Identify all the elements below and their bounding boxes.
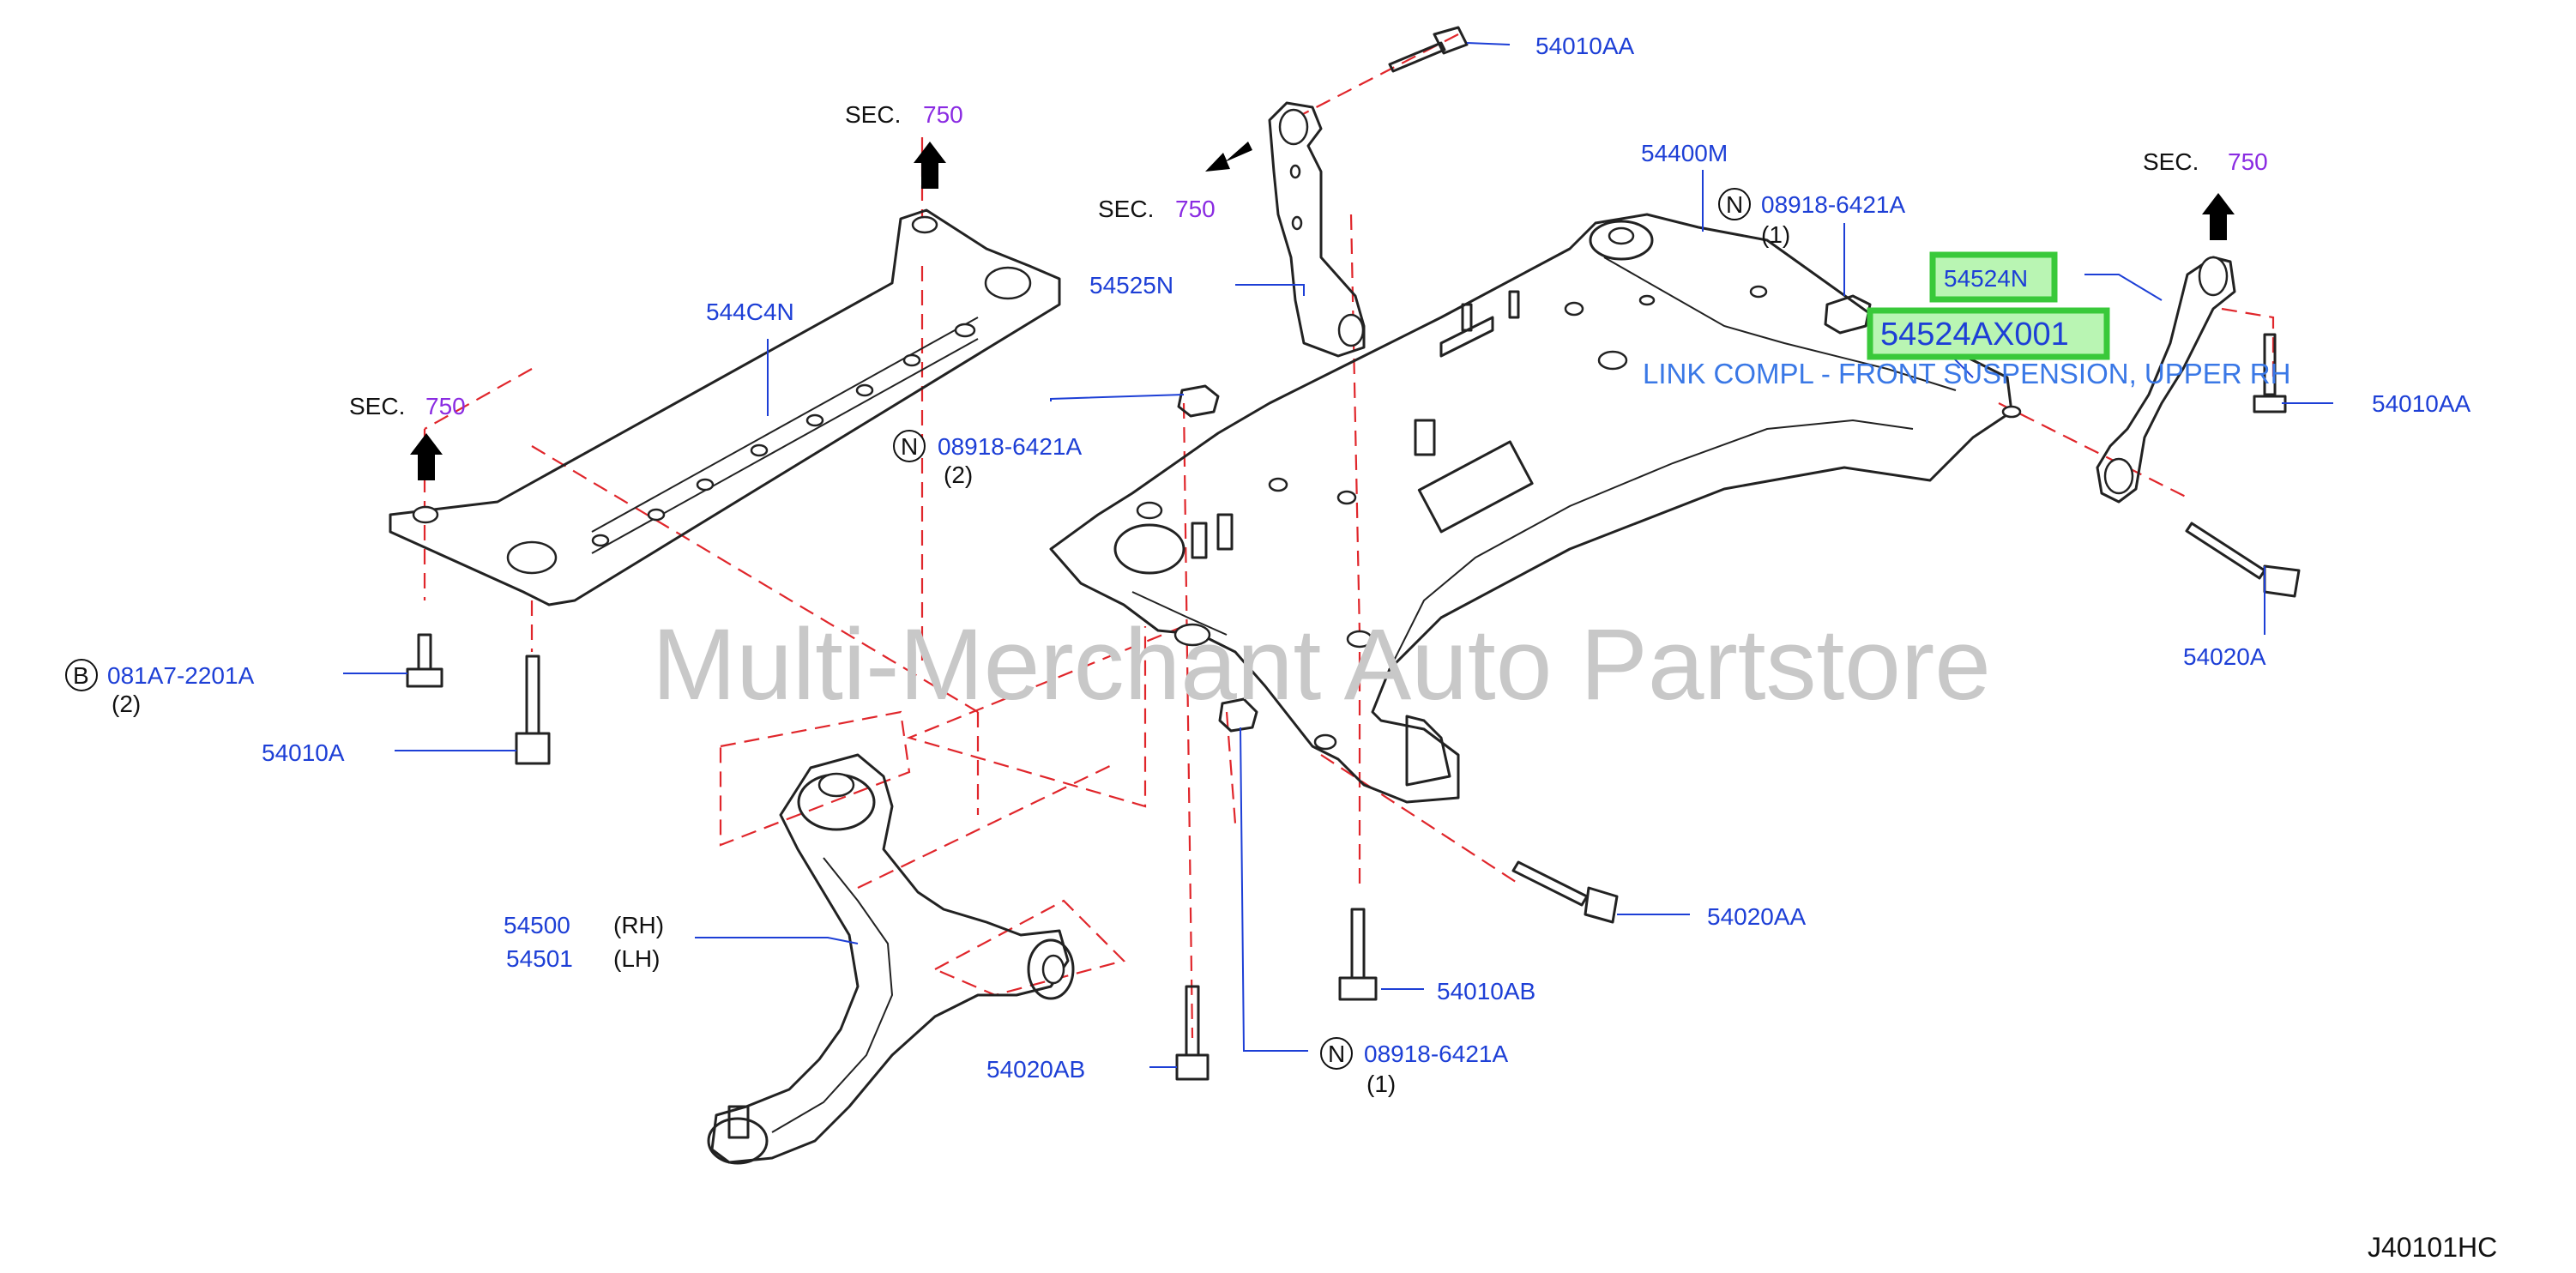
- sec-number: 750: [923, 101, 963, 128]
- b-marker-letter: B: [73, 662, 89, 689]
- b-marker: [65, 659, 98, 691]
- sec-number: 750: [1175, 196, 1216, 222]
- bolt-54010AA-top[interactable]: [1388, 26, 1469, 73]
- sec-prefix: SEC.: [845, 101, 901, 128]
- n-marker-letter: N: [1328, 1041, 1345, 1067]
- part-qty-081A7: (2): [112, 691, 141, 717]
- part-qty-08918-bot: (1): [1366, 1071, 1396, 1097]
- highlight-54524AX001[interactable]: [1867, 307, 2110, 360]
- part-label-54010AB[interactable]: 54010AB: [1437, 978, 1535, 1005]
- bolt-54020AA[interactable]: [1511, 860, 1619, 924]
- bolt-54010AA-right[interactable]: [2253, 333, 2287, 413]
- arrow-up-icon: [410, 433, 443, 480]
- part-qty-08918-mid: (2): [944, 462, 973, 488]
- sec-prefix: SEC.: [349, 393, 405, 419]
- part-label-544C4N[interactable]: 544C4N: [706, 299, 794, 325]
- upper-link-54525N[interactable]: [1268, 101, 1366, 358]
- n-marker-letter: N: [1726, 191, 1743, 218]
- nut-08918-top[interactable]: [1824, 294, 1872, 335]
- part-label-54500[interactable]: 54500: [504, 912, 570, 938]
- part-label-08918-top[interactable]: 08918-6421A: [1761, 191, 1905, 218]
- part-label-54010A[interactable]: 54010A: [262, 739, 345, 766]
- sec-label-2[interactable]: SEC. 750: [1098, 196, 1216, 222]
- sec-label-4[interactable]: SEC. 750: [2143, 148, 2268, 175]
- cross-brace-544C4N[interactable]: [389, 208, 1061, 606]
- part-label-081A7[interactable]: 081A7-2201A: [107, 662, 255, 689]
- part-qty-08918-top: (1): [1761, 221, 1790, 248]
- arrow-up-icon: [914, 142, 946, 189]
- arrow-up-icon: [2202, 193, 2235, 240]
- sec-number: 750: [2228, 148, 2268, 175]
- part-label-54524AX001[interactable]: 54524AX001: [1880, 317, 2069, 353]
- part-label-54020AA[interactable]: 54020AA: [1707, 903, 1807, 930]
- sec-label-3[interactable]: SEC. 750: [349, 393, 466, 419]
- lower-control-arm-54500[interactable]: [707, 753, 1075, 1165]
- n-marker-letter: N: [901, 433, 918, 460]
- bolt-54010A[interactable]: [515, 655, 551, 765]
- sec-prefix: SEC.: [1098, 196, 1154, 222]
- part-label-54524N[interactable]: 54524N: [1944, 265, 2028, 292]
- highlight-54524N: [1929, 251, 2058, 303]
- part-label-54020A[interactable]: 54020A: [2183, 643, 2266, 670]
- arrow-left-icon: [1205, 142, 1252, 172]
- section-arrows: [410, 142, 2235, 480]
- diagram-code: J40101HC: [2368, 1232, 2497, 1263]
- sec-prefix: SEC.: [2143, 148, 2199, 175]
- sec-label-1[interactable]: SEC. 750: [845, 101, 963, 128]
- fasteners: [406, 26, 2301, 1081]
- nut-08918-bot[interactable]: [1218, 697, 1258, 733]
- part-label-54501[interactable]: 54501: [506, 945, 573, 972]
- n-marker: [1320, 1037, 1353, 1070]
- leader-lines: [343, 42, 2333, 1068]
- part-label-54400M[interactable]: 54400M: [1641, 140, 1728, 166]
- part-label-54020AB[interactable]: 54020AB: [986, 1056, 1085, 1083]
- part-label-54525N[interactable]: 54525N: [1089, 272, 1173, 299]
- part-description-54524AX001: LINK COMPL - FRONT SUSPENSION, UPPER RH: [1643, 358, 2290, 389]
- watermark: Multi-Merchant Auto Partstore: [652, 608, 1991, 721]
- nut-08918-mid[interactable]: [1177, 384, 1220, 418]
- bolt-54020AB[interactable]: [1175, 985, 1210, 1081]
- n-marker: [893, 430, 926, 462]
- part-label-54010AA-top[interactable]: 54010AA: [1535, 33, 1635, 59]
- bolt-54020A[interactable]: [2185, 522, 2301, 598]
- part-side-54501: (LH): [613, 945, 660, 972]
- sec-number: 750: [425, 393, 466, 419]
- part-label-54010AA-right[interactable]: 54010AA: [2372, 390, 2471, 417]
- bolt-081A7[interactable]: [406, 633, 443, 688]
- part-side-54500: (RH): [613, 912, 664, 938]
- part-label-08918-bot[interactable]: 08918-6421A: [1364, 1041, 1508, 1067]
- n-marker: [1718, 188, 1751, 220]
- subframe-54400M[interactable]: [1049, 213, 2022, 804]
- part-label-08918-mid[interactable]: 08918-6421A: [938, 433, 1082, 460]
- bolt-54010AB[interactable]: [1338, 908, 1378, 1001]
- upper-link-54524N[interactable]: [2096, 256, 2236, 504]
- alignment-lines: [423, 33, 2275, 1039]
